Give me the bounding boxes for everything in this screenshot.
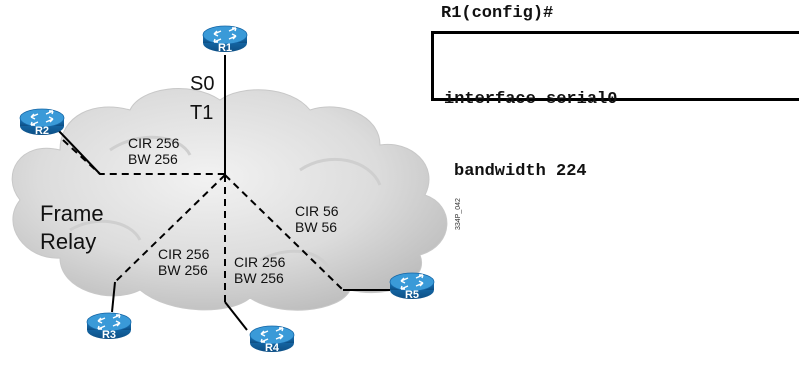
link-r4-solid [224, 301, 248, 331]
config-line-2: bandwidth 224 [454, 162, 587, 181]
router-r3: R3 [86, 312, 132, 341]
r5-cir-label: CIR 56 [295, 203, 339, 219]
router-r5-label: R5 [405, 289, 419, 301]
port-label: S0 [190, 73, 214, 95]
router-r2: R2 [19, 108, 65, 137]
router-r4: R4 [249, 325, 295, 354]
link-r3-solid [111, 281, 116, 313]
router-r2-label: R2 [35, 125, 49, 137]
router-r4-label: R4 [265, 342, 280, 354]
r5-bw-label: BW 56 [295, 219, 337, 235]
router-r3-label: R3 [102, 329, 116, 341]
r4-cir-label: CIR 256 [234, 254, 286, 270]
config-prompt: R1(config)# [441, 4, 554, 23]
r4-bw-label: BW 256 [234, 270, 284, 286]
r3-cir-label: CIR 256 [158, 246, 210, 262]
router-r5: R5 [389, 272, 435, 301]
r3-bw-label: BW 256 [158, 262, 208, 278]
r2-bw-label: BW 256 [128, 151, 178, 167]
link-r5 [224, 174, 344, 291]
config-box: interface serial0 bandwidth 224 [431, 31, 799, 181]
router-r1-label: R1 [218, 42, 232, 54]
links [57, 55, 390, 331]
config-line-1: interface serial0 [444, 90, 618, 109]
router-r1: R1 [202, 25, 248, 54]
figure-id: 334P_042 [455, 198, 462, 230]
cloud-label-line2: Relay [40, 229, 96, 254]
frame-relay-cloud [11, 88, 448, 311]
link-type-label: T1 [190, 102, 213, 124]
link-r2-solid [57, 129, 101, 175]
link-r3 [114, 174, 226, 283]
r2-cir-label: CIR 256 [128, 135, 180, 151]
cloud-label-line1: Frame [40, 201, 104, 226]
